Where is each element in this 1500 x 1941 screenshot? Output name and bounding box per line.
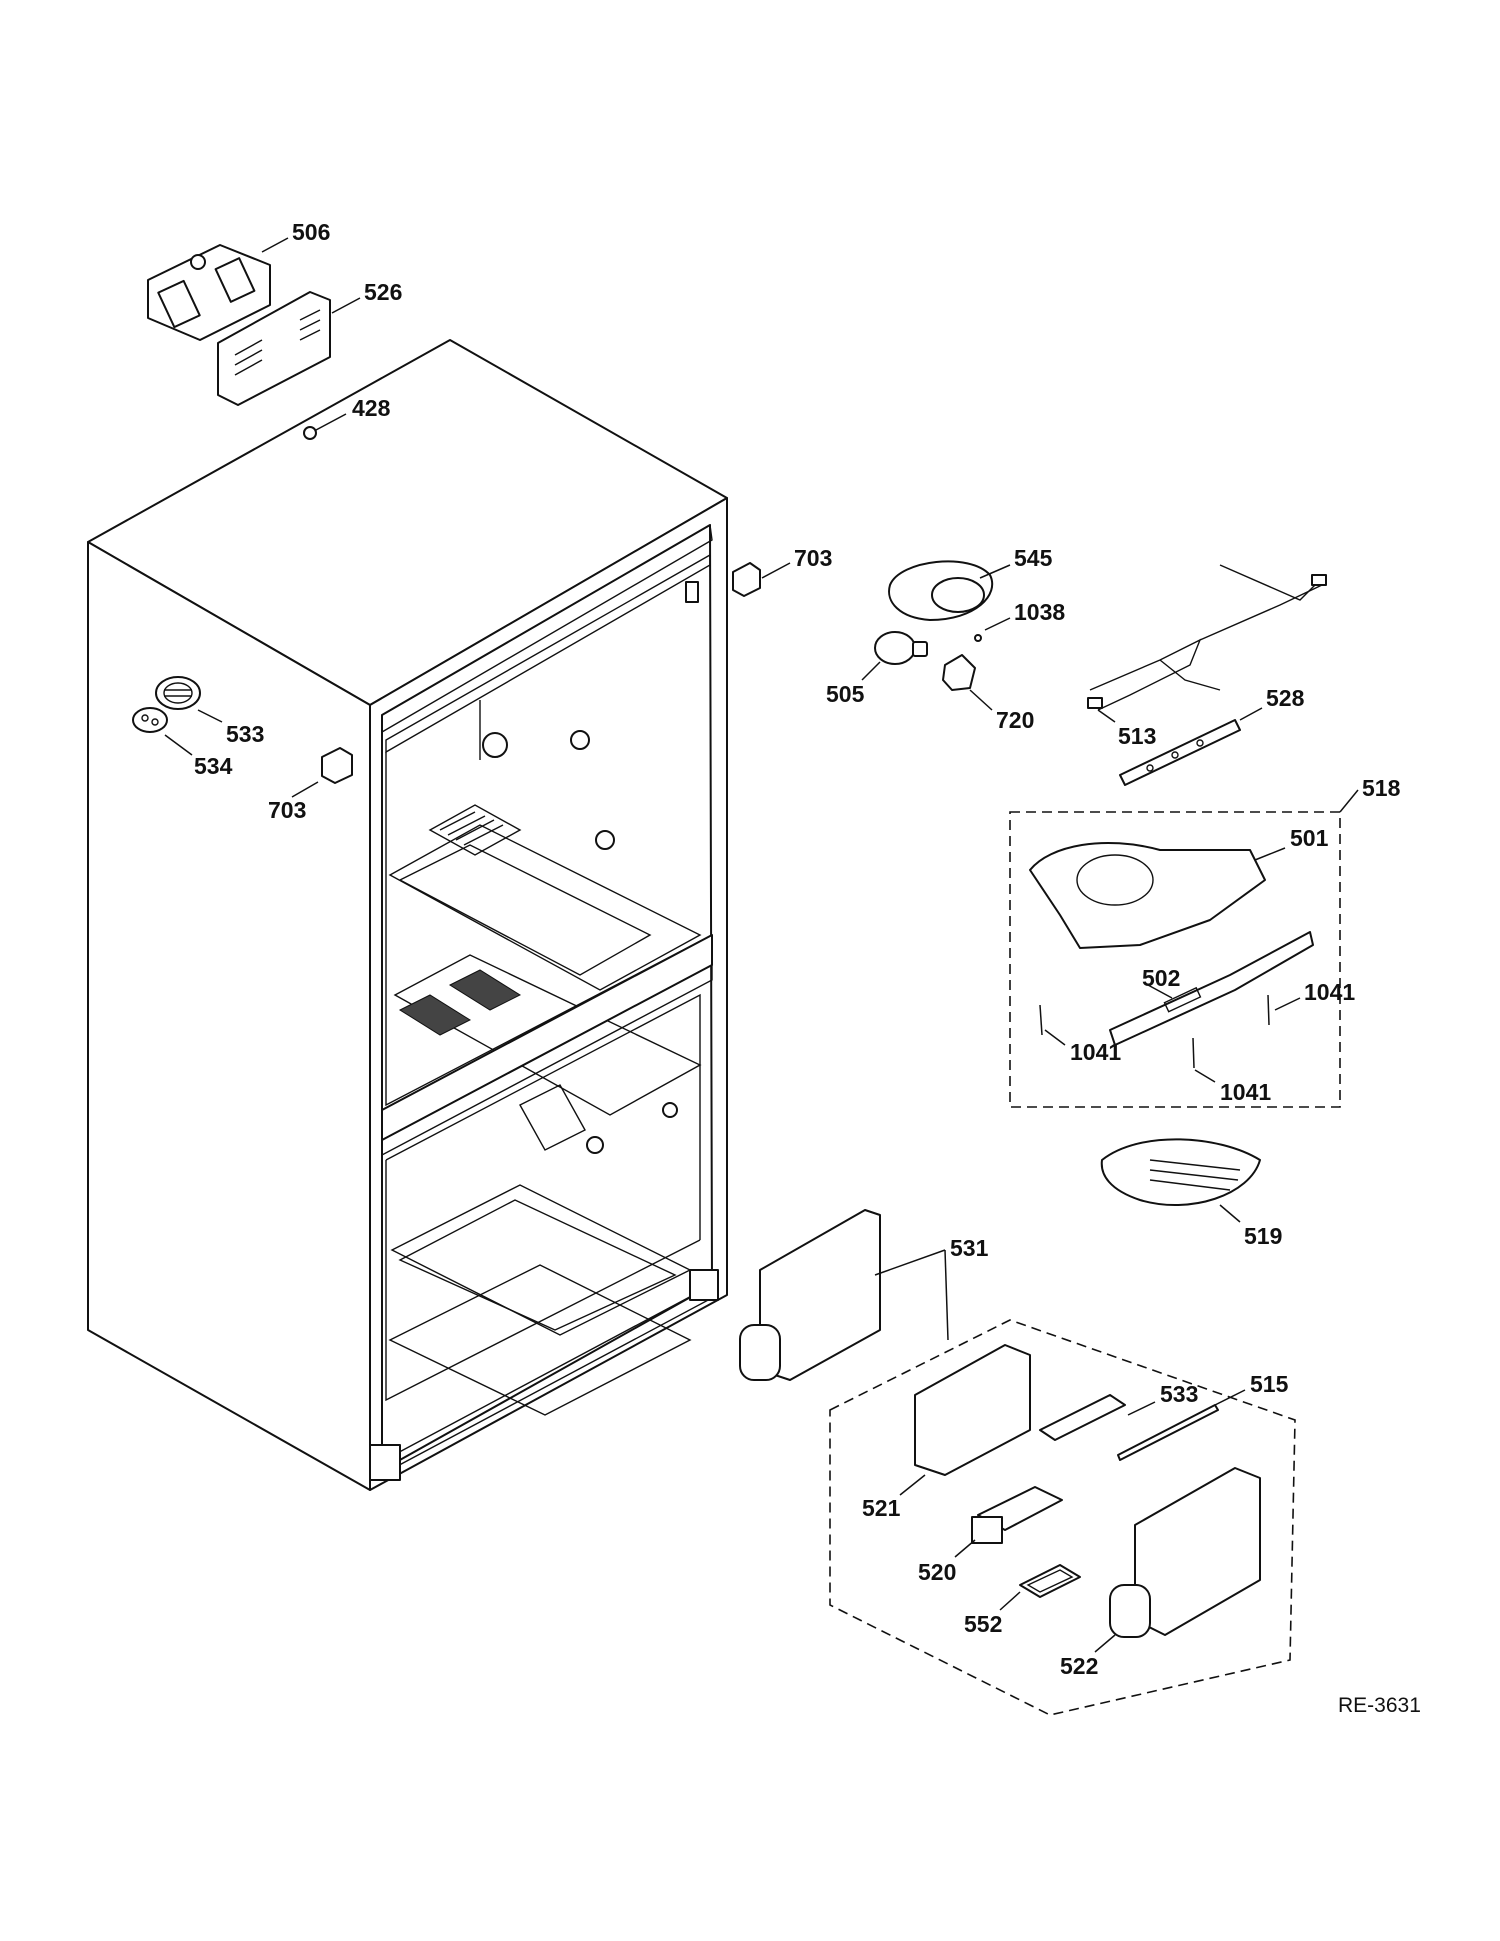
callout-1038: 1038 — [1014, 599, 1065, 625]
callout-552: 552 — [964, 1611, 1002, 1637]
part-533-seal — [1039, 1394, 1126, 1441]
callout-528: 528 — [1266, 685, 1305, 711]
callout-1041-left: 1041 — [1070, 1039, 1121, 1065]
part-720-socket — [942, 654, 976, 691]
callout-502: 502 — [1142, 965, 1180, 991]
callout-533-drawer: 533 — [1160, 1381, 1198, 1407]
callout-720: 720 — [996, 707, 1034, 733]
callout-513: 513 — [1118, 723, 1156, 749]
callout-545: 545 — [1014, 545, 1053, 571]
callout-labels: 506 526 428 703 533 534 703 545 1038 505… — [194, 219, 1401, 1679]
part-526-cover — [217, 291, 331, 406]
callout-519: 519 — [1244, 1223, 1282, 1249]
part-1041-pins — [1039, 994, 1270, 1069]
callout-533-side: 533 — [226, 721, 264, 747]
part-506-bracket — [147, 244, 271, 341]
part-552-gasket — [1019, 1564, 1081, 1598]
callout-703-right: 703 — [794, 545, 832, 571]
callout-518: 518 — [1362, 775, 1401, 801]
assembly-518-box — [1009, 789, 1359, 1108]
callout-521: 521 — [862, 1495, 901, 1521]
callout-1041-bottom: 1041 — [1220, 1079, 1271, 1105]
part-501-light-tray — [1029, 841, 1266, 949]
callout-1041-right: 1041 — [1304, 979, 1355, 1005]
callout-428: 428 — [352, 395, 391, 421]
part-521-shroud — [914, 1344, 1031, 1476]
callout-703-left: 703 — [268, 797, 306, 823]
callout-506: 506 — [292, 219, 330, 245]
assembly-531-box — [829, 1319, 1296, 1716]
callout-501: 501 — [1290, 825, 1329, 851]
part-519-grille — [1100, 1138, 1261, 1207]
part-703-switch-left — [321, 747, 353, 784]
callout-531: 531 — [950, 1235, 989, 1261]
part-1038-screw — [974, 634, 982, 642]
part-522-cover — [1109, 1467, 1261, 1638]
part-428-nut — [303, 426, 317, 440]
part-533-vent-cover — [155, 676, 201, 710]
callout-515: 515 — [1250, 1371, 1289, 1397]
part-515-strip — [1117, 1404, 1219, 1461]
refrigerator-cabinet — [87, 339, 728, 1491]
part-513-harness — [1087, 564, 1327, 711]
part-520-damper — [971, 1486, 1063, 1544]
part-531-drawer-assembly — [739, 1209, 881, 1381]
part-703-switch-right — [732, 562, 761, 597]
callout-505: 505 — [826, 681, 865, 707]
callout-526: 526 — [364, 279, 402, 305]
callout-520: 520 — [918, 1559, 956, 1585]
callout-522: 522 — [1060, 1653, 1098, 1679]
part-545-light-housing — [888, 560, 994, 621]
part-502-lens — [1109, 931, 1314, 1046]
leader-lines — [164, 237, 1301, 1653]
part-528-light-board — [1119, 719, 1241, 786]
part-534-gasket — [132, 707, 168, 733]
part-505-bulb — [874, 631, 928, 665]
drawing-code: RE-3631 — [1338, 1694, 1421, 1717]
callout-534: 534 — [194, 753, 233, 779]
